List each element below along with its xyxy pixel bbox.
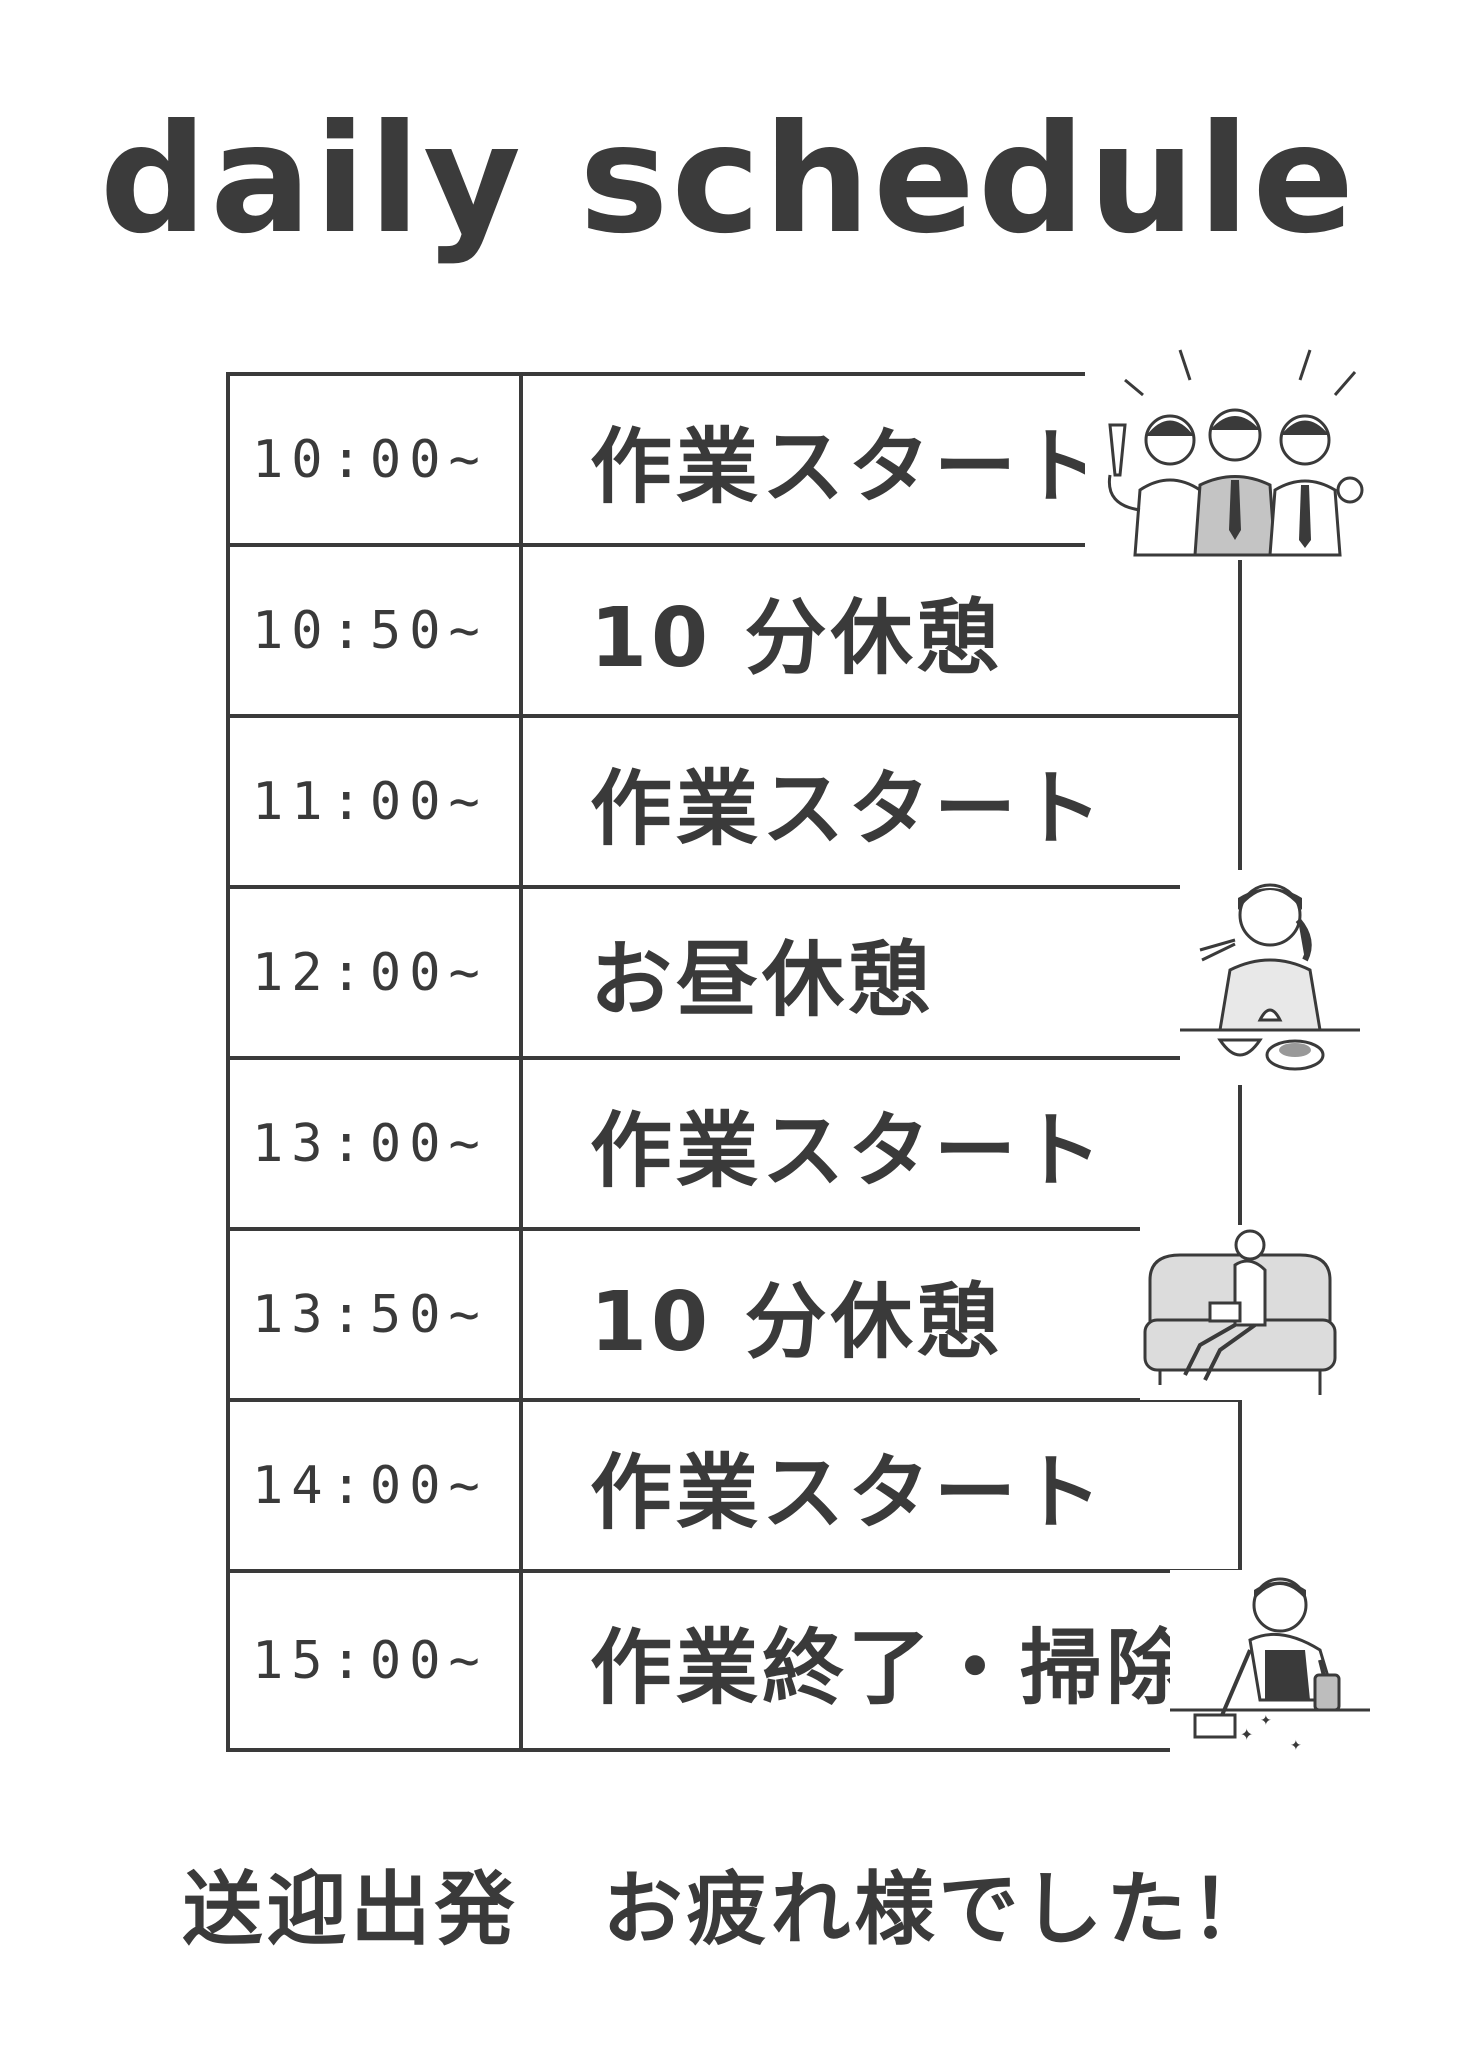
schedule-table: 10:00~ 作業スタート 10:50~ 10 分休憩 11:00~ 作業スター… (226, 372, 1242, 1752)
row-time: 13:00~ (252, 1113, 488, 1174)
row-activity: 作業スタート (590, 762, 1107, 857)
schedule-row: 11:00~ 作業スタート (230, 718, 1238, 889)
footer-message: 送迎出発 お疲れ様でした！ (182, 1863, 1275, 1956)
schedule-row: 10:00~ 作業スタート (230, 376, 1238, 547)
row-activity: 作業スタート (590, 420, 1107, 515)
schedule-row: 12:00~ お昼休憩 (230, 889, 1238, 1060)
row-time: 12:00~ (252, 942, 488, 1003)
row-activity: 作業スタート (590, 1104, 1107, 1199)
row-activity: お昼休憩 (590, 933, 935, 1028)
person-on-sofa-icon (1140, 1225, 1340, 1400)
row-activity: 作業スタート (590, 1446, 1107, 1541)
page-title: daily schedule (99, 93, 1358, 267)
schedule-row: 14:00~ 作業スタート (230, 1402, 1238, 1573)
team-cheering-icon (1085, 340, 1385, 560)
row-time: 13:50~ (252, 1284, 488, 1345)
svg-text:✦: ✦ (1290, 1738, 1302, 1754)
row-time: 14:00~ (252, 1455, 488, 1516)
row-time: 15:00~ (252, 1630, 488, 1691)
column-divider (519, 376, 523, 1748)
schedule-row: 15:00~ 作業終了・掃除 (230, 1573, 1238, 1748)
row-activity: 10 分休憩 (590, 1275, 1003, 1370)
woman-eating-icon (1180, 870, 1360, 1085)
row-activity: 10 分休憩 (590, 591, 1003, 686)
schedule-row: 10:50~ 10 分休憩 (230, 547, 1238, 718)
row-time: 10:50~ (252, 600, 488, 661)
woman-cleaning-icon: ✦ ✦ ✦ (1170, 1570, 1370, 1765)
row-activity: 作業終了・掃除 (590, 1621, 1193, 1716)
row-time: 10:00~ (252, 429, 488, 490)
svg-text:✦: ✦ (1260, 1713, 1272, 1729)
schedule-row: 13:00~ 作業スタート (230, 1060, 1238, 1231)
row-time: 11:00~ (252, 771, 488, 832)
schedule-row: 13:50~ 10 分休憩 (230, 1231, 1238, 1402)
svg-text:✦: ✦ (1240, 1725, 1253, 1744)
